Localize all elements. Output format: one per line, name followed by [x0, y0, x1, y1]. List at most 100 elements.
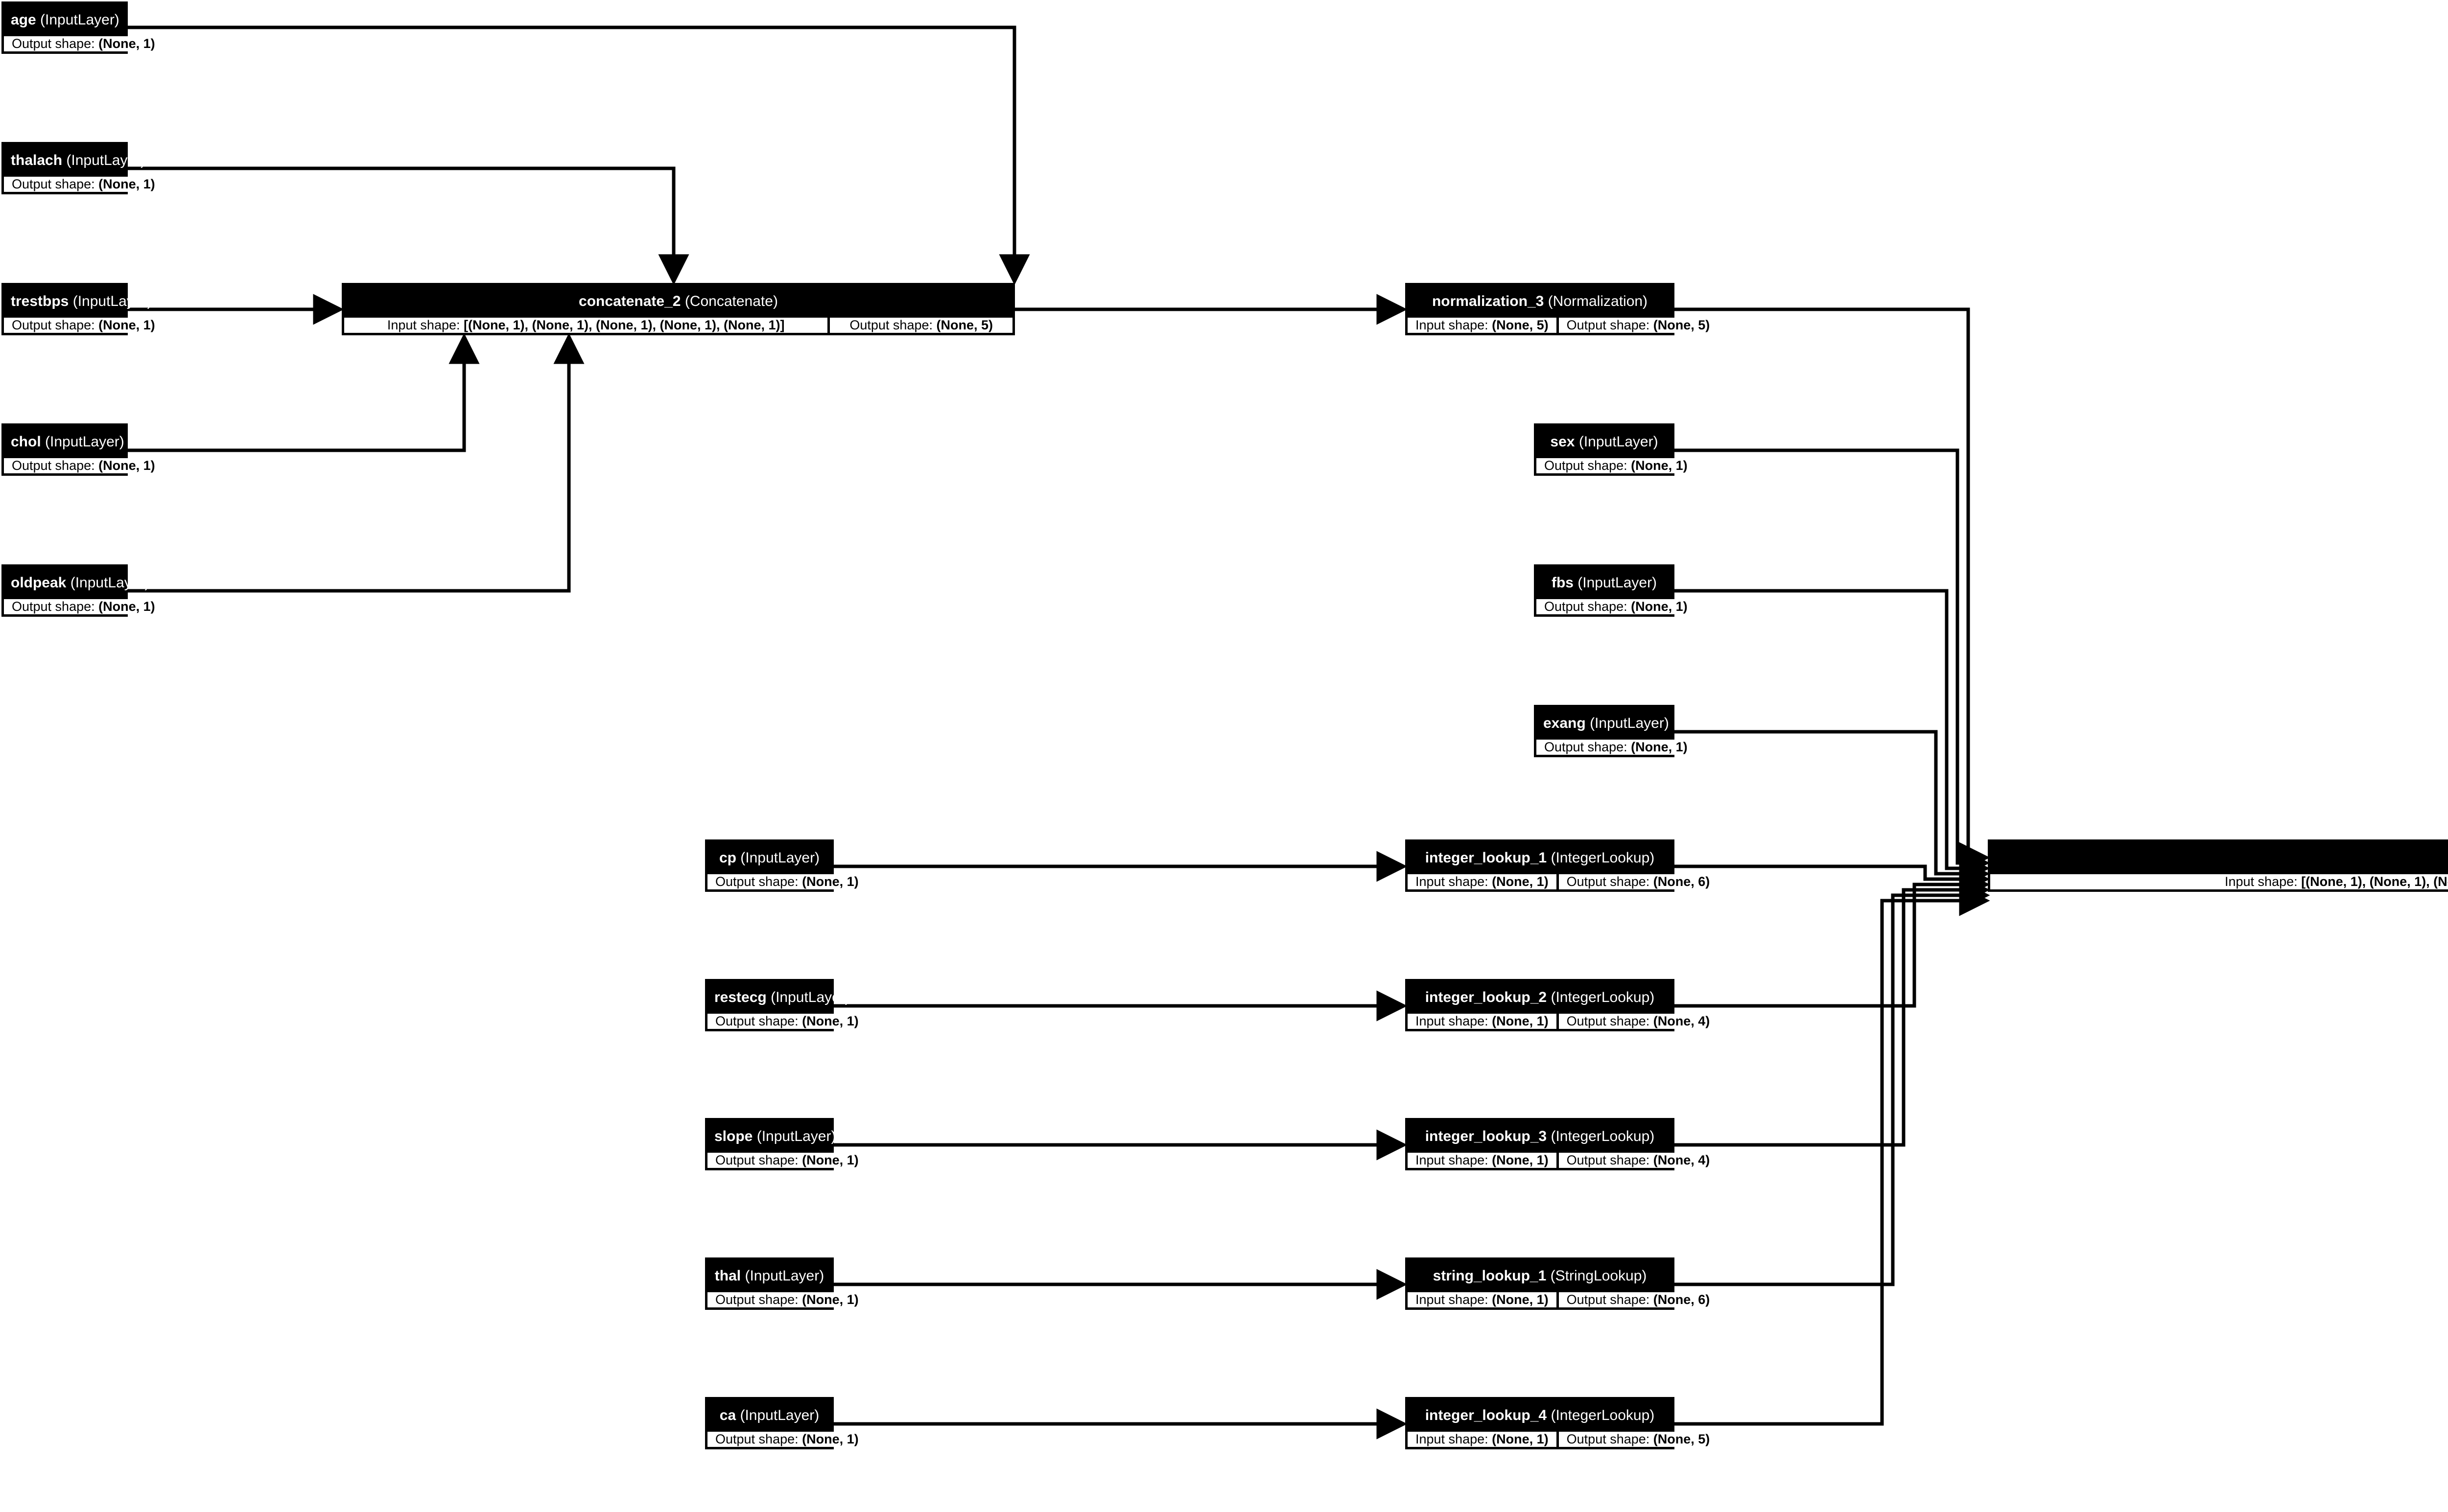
layer-node-integer_lookup_1[interactable]: integer_lookup_1 (IntegerLookup) Input s…	[1405, 839, 1718, 892]
layer-name-slope: slope	[714, 1128, 753, 1144]
layer-node-oldpeak[interactable]: oldpeak (InputLayer) Output shape: (None…	[1, 564, 163, 617]
layer-body-chol: Output shape: (None, 1)	[4, 458, 163, 473]
layer-type-restecg: (InputLayer)	[771, 989, 850, 1005]
layer-node-chol[interactable]: chol (InputLayer) Output shape: (None, 1…	[1, 423, 163, 476]
layer-title-concatenate_3: concatenate_3 (Concatenate)	[1990, 842, 2448, 874]
layer-node-fbs[interactable]: fbs (InputLayer) Output shape: (None, 1)	[1534, 564, 1695, 617]
edge-group	[128, 25, 1990, 1440]
layer-title-trestbps: trestbps (InputLayer)	[4, 285, 152, 318]
layer-node-normalization_3[interactable]: normalization_3 (Normalization) Input sh…	[1405, 283, 1718, 335]
layer-node-concatenate_3[interactable]: concatenate_3 (Concatenate) Input shape:…	[1988, 839, 2448, 892]
layer-type-ca: (InputLayer)	[740, 1407, 820, 1423]
layer-body-integer_lookup_3: Input shape: (None, 1) Output shape: (No…	[1408, 1153, 1718, 1168]
layer-body-oldpeak: Output shape: (None, 1)	[4, 599, 163, 614]
layer-body-sex: Output shape: (None, 1)	[1536, 458, 1695, 473]
layer-name-ca: ca	[719, 1407, 736, 1423]
input-shape-cell-integer_lookup_4: Input shape: (None, 1)	[1408, 1432, 1556, 1447]
layer-node-age[interactable]: age (InputLayer) Output shape: (None, 1)	[1, 1, 163, 54]
output-shape-cell-thalach: Output shape: (None, 1)	[4, 177, 163, 192]
layer-node-concatenate_2[interactable]: concatenate_2 (Concatenate) Input shape:…	[342, 283, 1015, 335]
edge-oldpeak-to-concatenate_2	[128, 333, 585, 593]
output-shape-cell-ca: Output shape: (None, 1)	[707, 1432, 867, 1447]
output-shape-cell-exang: Output shape: (None, 1)	[1536, 740, 1695, 755]
layer-node-integer_lookup_2[interactable]: integer_lookup_2 (IntegerLookup) Input s…	[1405, 979, 1718, 1031]
output-shape-cell-integer_lookup_1: Output shape: (None, 6)	[1558, 874, 1718, 889]
layer-title-exang: exang (InputLayer)	[1536, 707, 1672, 740]
layer-title-string_lookup_1: string_lookup_1 (StringLookup)	[1408, 1260, 1672, 1292]
layer-name-integer_lookup_3: integer_lookup_3	[1425, 1128, 1547, 1144]
layer-body-trestbps: Output shape: (None, 1)	[4, 318, 163, 333]
layer-body-age: Output shape: (None, 1)	[4, 36, 163, 51]
layer-node-ca[interactable]: ca (InputLayer) Output shape: (None, 1)	[705, 1397, 867, 1449]
layer-title-thalach: thalach (InputLayer)	[4, 144, 145, 177]
layer-title-oldpeak: oldpeak (InputLayer)	[4, 567, 149, 599]
layer-node-restecg[interactable]: restecg (InputLayer) Output shape: (None…	[705, 979, 867, 1031]
layer-type-integer_lookup_1: (IntegerLookup)	[1551, 850, 1655, 866]
layer-body-ca: Output shape: (None, 1)	[707, 1432, 867, 1447]
output-shape-cell-oldpeak: Output shape: (None, 1)	[4, 599, 163, 614]
edge-sex-to-concatenate_3	[1674, 448, 1990, 879]
edge-thalach-to-concatenate_2	[128, 166, 689, 285]
layer-type-thal: (InputLayer)	[745, 1268, 824, 1284]
output-shape-cell-trestbps: Output shape: (None, 1)	[4, 318, 163, 333]
layer-title-sex: sex (InputLayer)	[1536, 426, 1672, 458]
layer-body-thalach: Output shape: (None, 1)	[4, 177, 163, 192]
output-shape-cell-string_lookup_1: Output shape: (None, 6)	[1558, 1292, 1718, 1307]
layer-type-normalization_3: (Normalization)	[1548, 293, 1648, 309]
layer-body-slope: Output shape: (None, 1)	[707, 1153, 867, 1168]
layer-body-concatenate_3: Input shape: [(None, 1), (None, 1), (Non…	[1990, 874, 2448, 889]
layer-body-string_lookup_1: Input shape: (None, 1) Output shape: (No…	[1408, 1292, 1718, 1307]
layer-body-fbs: Output shape: (None, 1)	[1536, 599, 1695, 614]
layer-title-integer_lookup_1: integer_lookup_1 (IntegerLookup)	[1408, 842, 1672, 874]
layer-type-integer_lookup_3: (IntegerLookup)	[1551, 1128, 1655, 1144]
layer-name-oldpeak: oldpeak	[11, 575, 67, 591]
output-shape-cell-restecg: Output shape: (None, 1)	[707, 1014, 867, 1029]
layer-title-thal: thal (InputLayer)	[707, 1260, 831, 1292]
layer-node-integer_lookup_3[interactable]: integer_lookup_3 (IntegerLookup) Input s…	[1405, 1118, 1718, 1170]
layer-title-cp: cp (InputLayer)	[707, 842, 831, 874]
layer-node-integer_lookup_4[interactable]: integer_lookup_4 (IntegerLookup) Input s…	[1405, 1397, 1718, 1449]
layer-name-normalization_3: normalization_3	[1432, 293, 1544, 309]
layer-node-thalach[interactable]: thalach (InputLayer) Output shape: (None…	[1, 142, 163, 194]
layer-name-sex: sex	[1550, 434, 1575, 450]
layer-type-integer_lookup_4: (IntegerLookup)	[1551, 1407, 1655, 1423]
input-shape-cell-concatenate_2: Input shape: [(None, 1), (None, 1), (Non…	[344, 318, 828, 333]
layer-node-string_lookup_1[interactable]: string_lookup_1 (StringLookup) Input sha…	[1405, 1257, 1718, 1310]
layer-name-chol: chol	[11, 434, 41, 450]
layer-type-string_lookup_1: (StringLookup)	[1550, 1268, 1647, 1284]
layer-node-exang[interactable]: exang (InputLayer) Output shape: (None, …	[1534, 705, 1695, 757]
layer-node-sex[interactable]: sex (InputLayer) Output shape: (None, 1)	[1534, 423, 1695, 476]
output-shape-cell-integer_lookup_2: Output shape: (None, 4)	[1558, 1014, 1718, 1029]
layer-node-trestbps[interactable]: trestbps (InputLayer) Output shape: (Non…	[1, 283, 163, 335]
output-shape-cell-thal: Output shape: (None, 1)	[707, 1292, 867, 1307]
layer-name-trestbps: trestbps	[11, 293, 69, 309]
layer-type-oldpeak: (InputLayer)	[70, 575, 150, 591]
layer-name-thalach: thalach	[11, 152, 63, 168]
input-shape-cell-normalization_3: Input shape: (None, 5)	[1408, 318, 1556, 333]
input-shape-cell-integer_lookup_3: Input shape: (None, 1)	[1408, 1153, 1556, 1168]
output-shape-cell-integer_lookup_4: Output shape: (None, 5)	[1558, 1432, 1718, 1447]
layer-type-trestbps: (InputLayer)	[72, 293, 152, 309]
edge-string_lookup_1-to-concatenate_3	[1674, 880, 1990, 1286]
layer-type-integer_lookup_2: (IntegerLookup)	[1551, 989, 1655, 1005]
layer-type-chol: (InputLayer)	[45, 434, 124, 450]
layer-name-fbs: fbs	[1551, 575, 1574, 591]
layer-body-thal: Output shape: (None, 1)	[707, 1292, 867, 1307]
output-shape-cell-slope: Output shape: (None, 1)	[707, 1153, 867, 1168]
input-shape-cell-integer_lookup_1: Input shape: (None, 1)	[1408, 874, 1556, 889]
layer-node-thal[interactable]: thal (InputLayer) Output shape: (None, 1…	[705, 1257, 867, 1310]
layer-title-integer_lookup_3: integer_lookup_3 (IntegerLookup)	[1408, 1120, 1672, 1153]
input-shape-cell-string_lookup_1: Input shape: (None, 1)	[1408, 1292, 1556, 1307]
edge-exang-to-concatenate_3	[1674, 730, 1990, 889]
layer-node-cp[interactable]: cp (InputLayer) Output shape: (None, 1)	[705, 839, 867, 892]
output-shape-cell-concatenate_2: Output shape: (None, 5)	[830, 318, 1012, 333]
layer-name-cp: cp	[719, 850, 736, 866]
layer-title-chol: chol (InputLayer)	[4, 426, 125, 458]
output-shape-cell-normalization_3: Output shape: (None, 5)	[1558, 318, 1718, 333]
output-shape-cell-sex: Output shape: (None, 1)	[1536, 458, 1695, 473]
layer-node-slope[interactable]: slope (InputLayer) Output shape: (None, …	[705, 1118, 867, 1170]
layer-body-exang: Output shape: (None, 1)	[1536, 740, 1695, 755]
layer-name-integer_lookup_2: integer_lookup_2	[1425, 989, 1547, 1005]
